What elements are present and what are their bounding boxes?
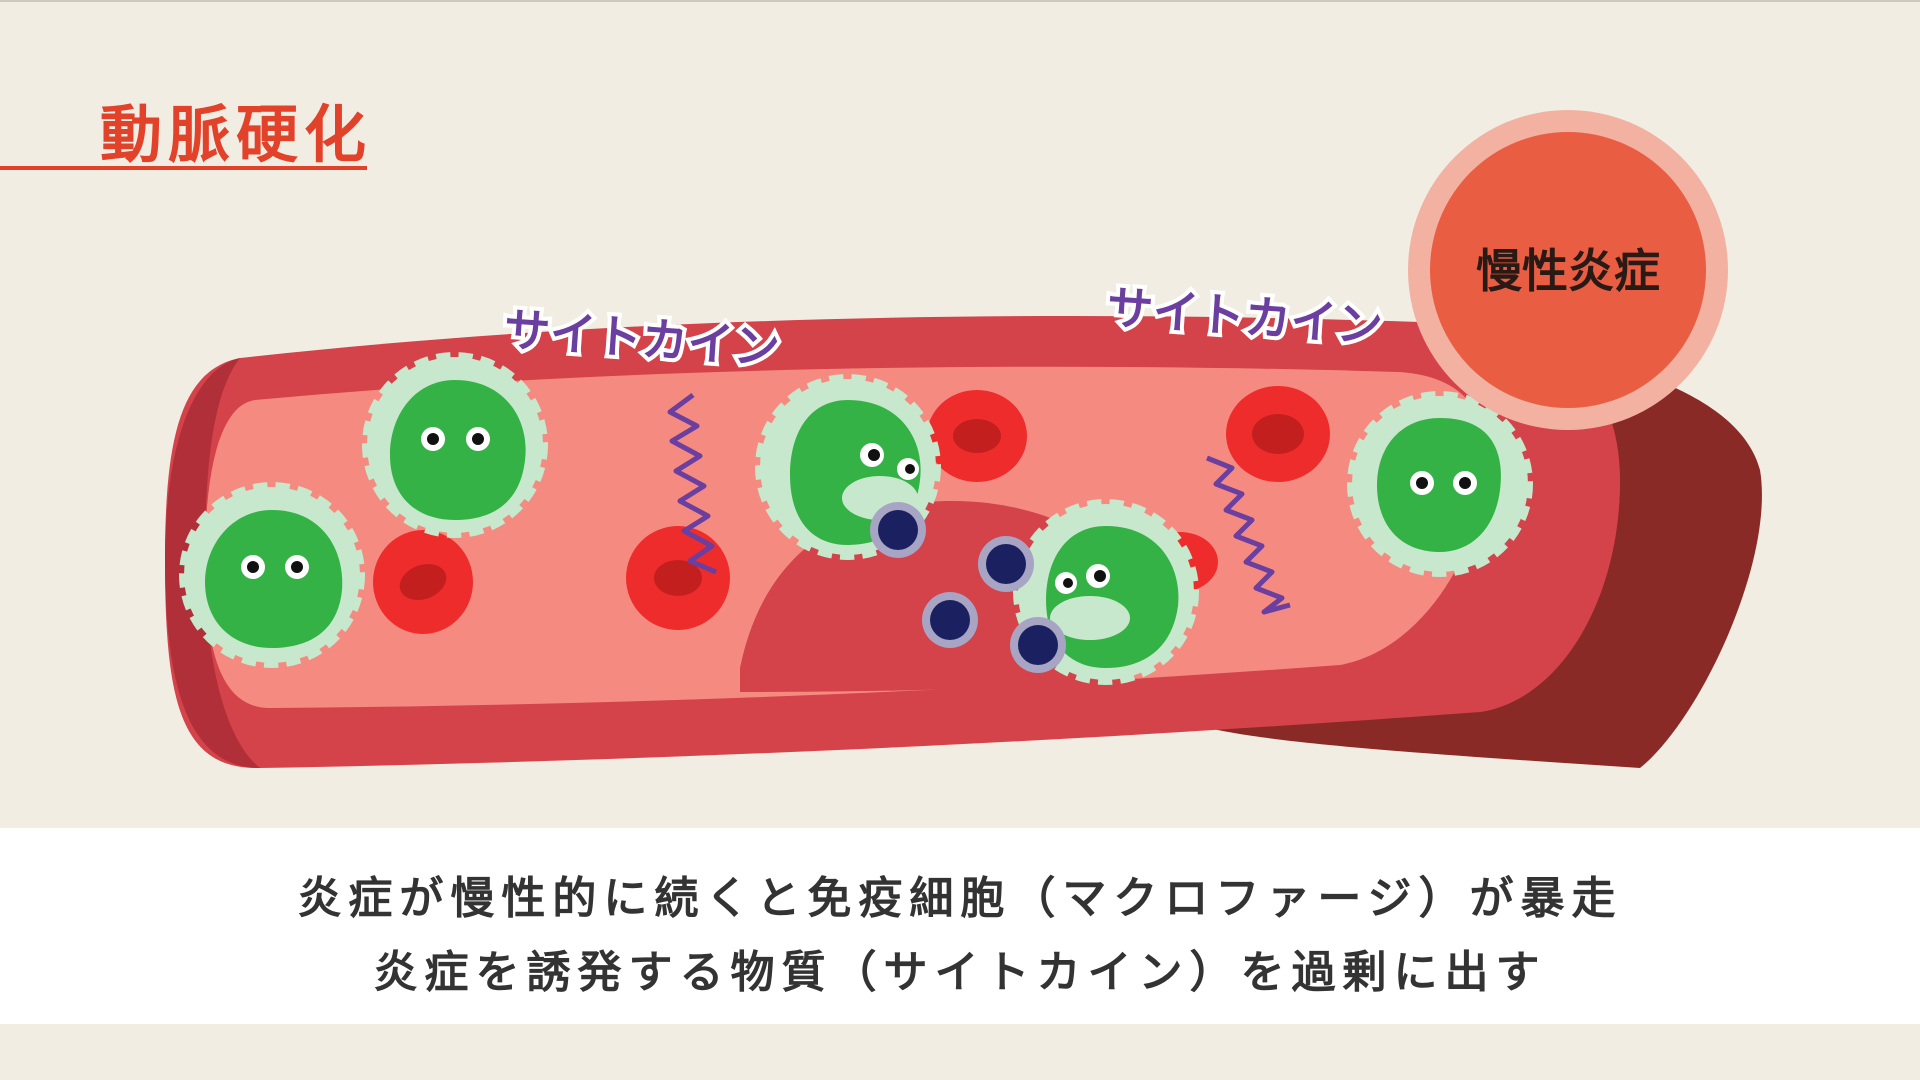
vessel-right-rim xyxy=(1400,338,1620,712)
immune-particle xyxy=(922,592,978,648)
immune-particle xyxy=(870,502,926,558)
red-blood-cell xyxy=(626,526,730,630)
artery-diagram: 慢性炎症 サイトカイン サイトカイン xyxy=(165,110,1762,769)
title-underline xyxy=(0,166,367,170)
macrophage xyxy=(179,482,365,668)
cytokine-squiggle xyxy=(667,392,717,575)
top-rule xyxy=(0,0,1920,2)
red-blood-cell xyxy=(1226,386,1330,482)
macrophage xyxy=(1347,391,1533,577)
vessel-left-lip xyxy=(165,358,260,768)
cytokine-squiggle xyxy=(1206,455,1291,615)
red-blood-cell xyxy=(927,390,1027,482)
inflammation-circle xyxy=(1430,132,1706,408)
immune-particle xyxy=(978,536,1034,592)
red-blood-cell xyxy=(373,530,473,634)
chronic-inflammation-label: 慢性炎症 xyxy=(1476,244,1660,298)
immune-particle xyxy=(1010,617,1066,673)
caption-line-1: 炎症が慢性的に続くと免疫細胞（マクロファージ）が暴走 xyxy=(297,873,1623,924)
caption-band xyxy=(0,828,1920,1024)
page-title: 動脈硬化 xyxy=(100,98,373,171)
caption-line-2: 炎症を誘発する物質（サイトカイン）を過剰に出す xyxy=(373,947,1547,998)
macrophage xyxy=(362,352,548,538)
